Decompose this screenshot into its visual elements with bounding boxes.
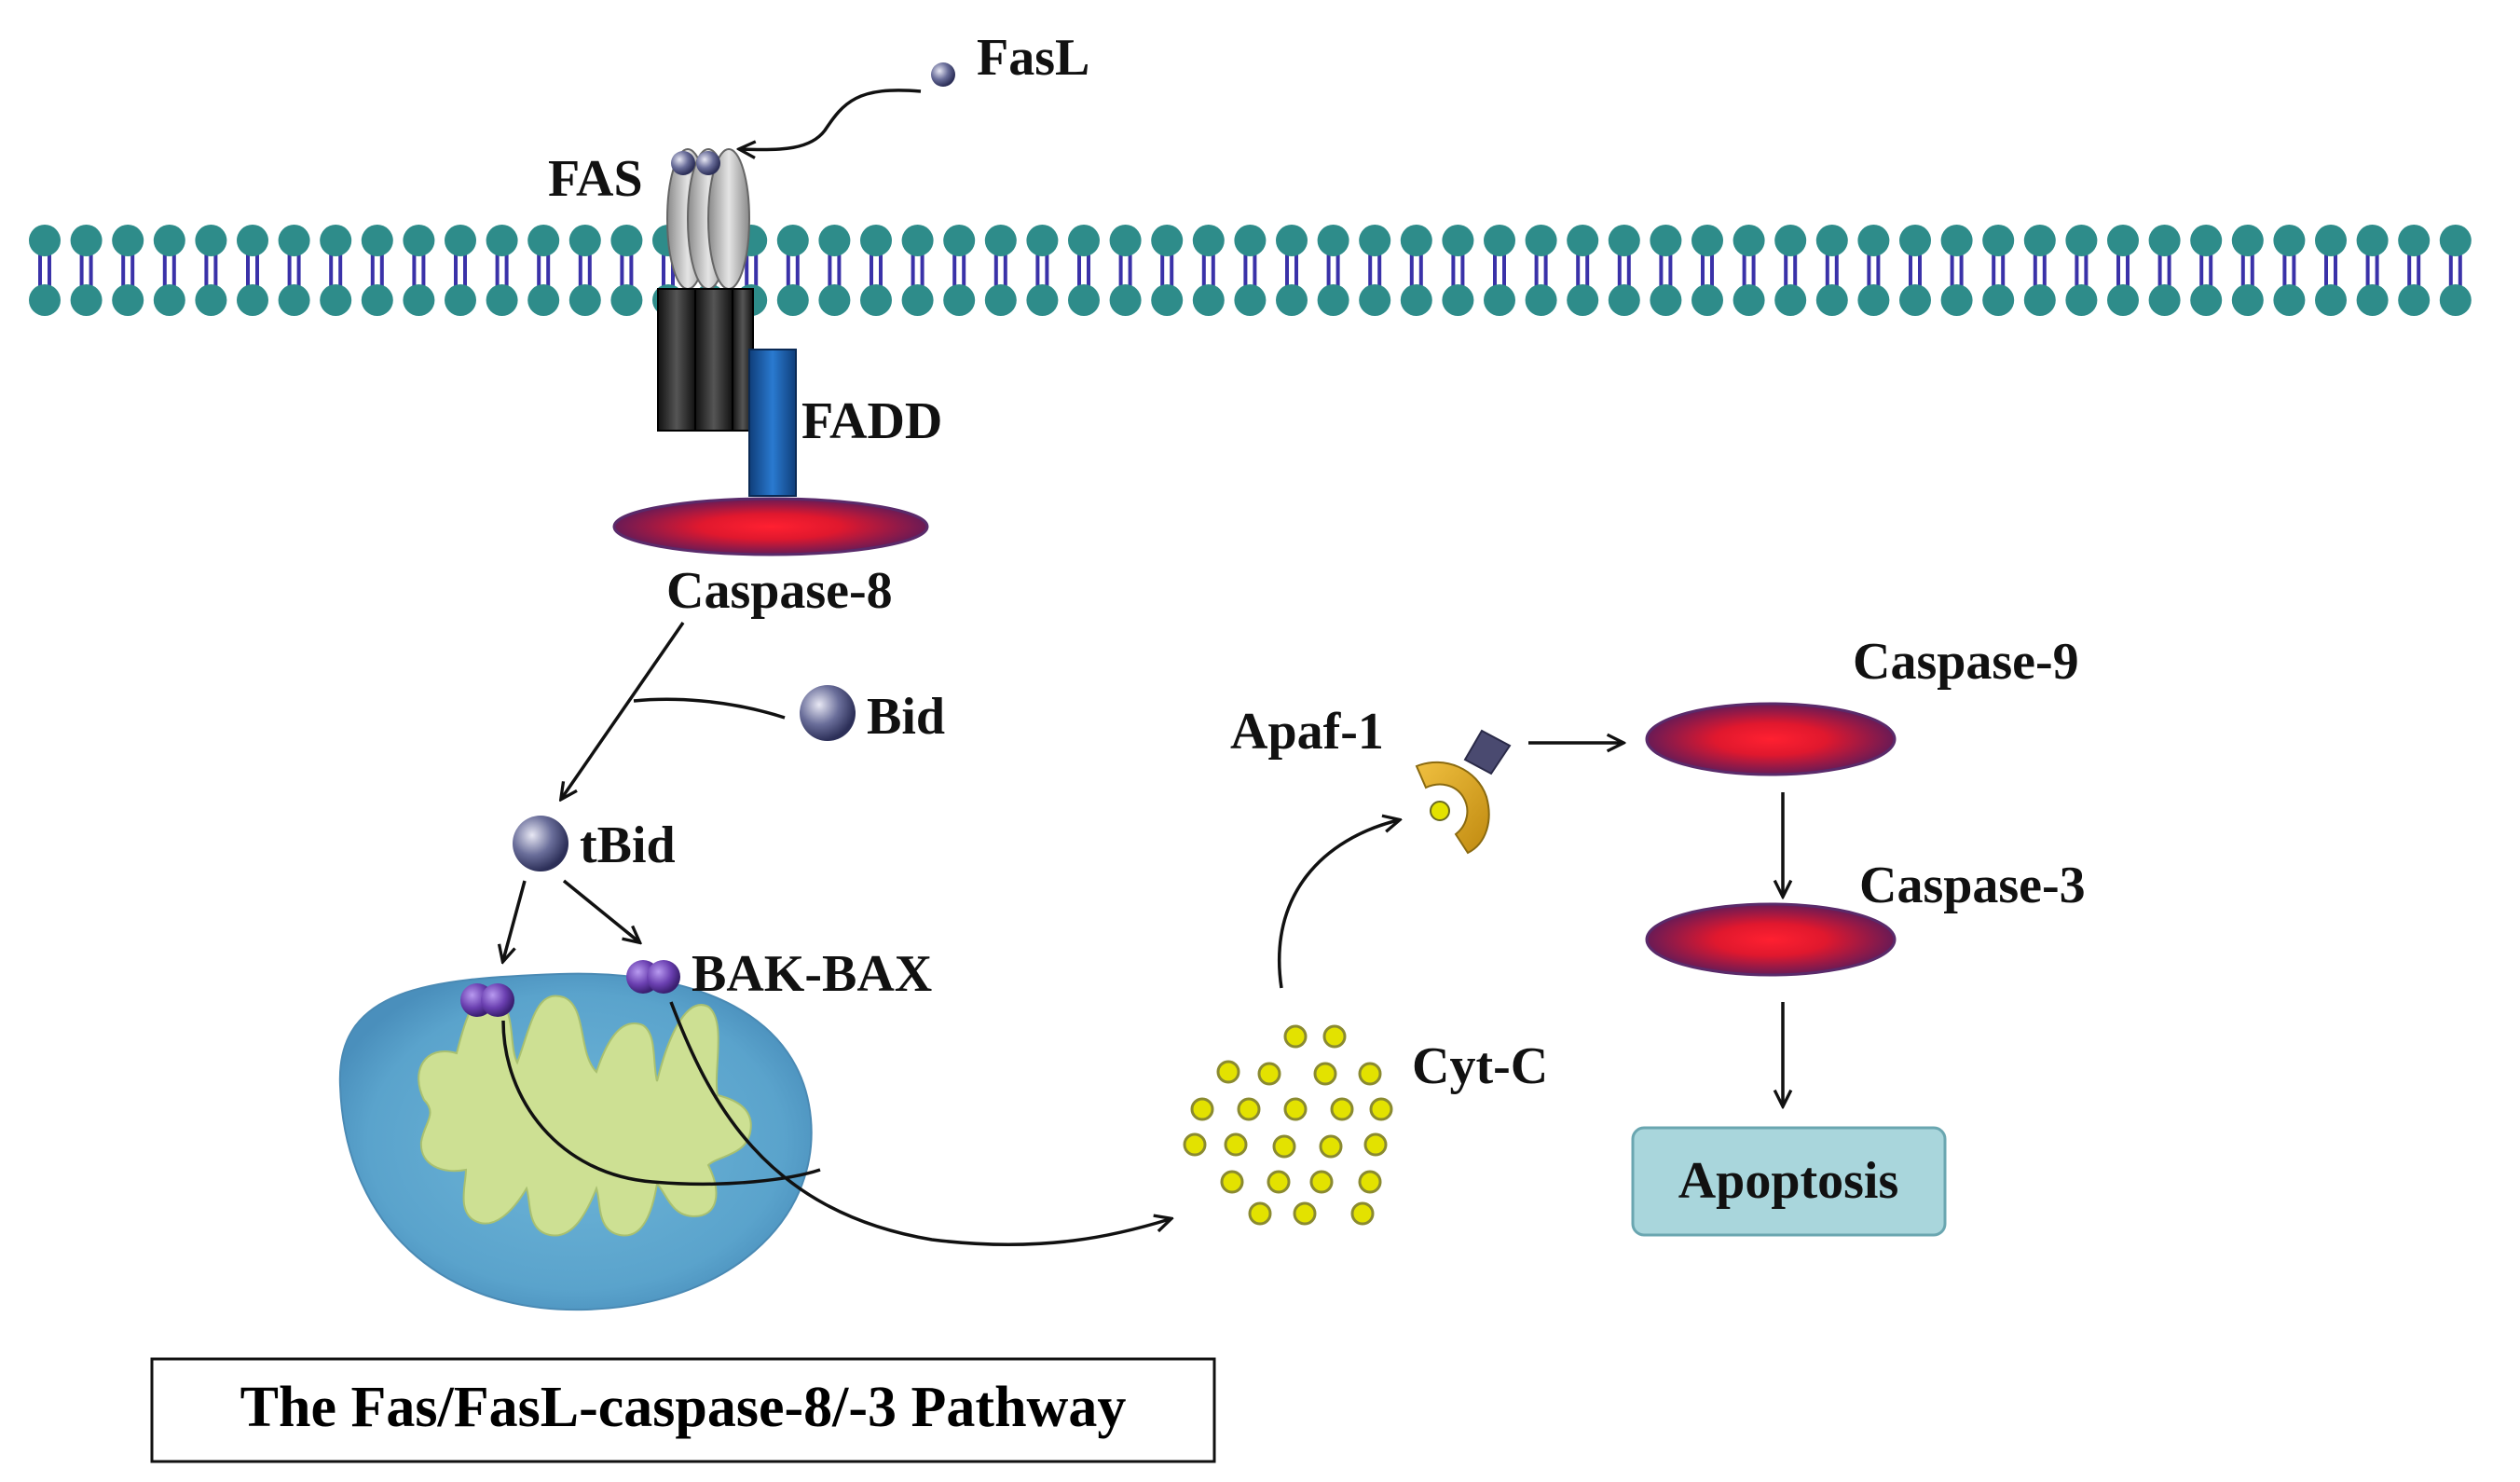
caspase-3-label: Caspase-3 — [1859, 857, 2086, 914]
apoptosis-label: Apoptosis — [1678, 1152, 1899, 1210]
caspase-9-icon — [1645, 702, 1897, 776]
fas-label: FAS — [548, 150, 643, 208]
fasl-bound-icon — [696, 151, 720, 175]
mitochondrion-icon — [338, 972, 813, 1311]
bid-cleavage-line — [633, 697, 786, 720]
caspase-8-label: Caspase-8 — [666, 562, 893, 620]
apaf1-label: Apaf-1 — [1230, 703, 1384, 761]
cytc-label: Cyt-C — [1412, 1037, 1548, 1095]
bak-bax-label: BAK-BAX — [692, 945, 932, 1003]
fasl-binding-arrow — [741, 89, 922, 150]
bak-bax-icon — [626, 960, 680, 994]
bid-protein-icon — [800, 685, 856, 741]
diagram-title: The Fas/FasL-caspase-8/-3 Pathway — [240, 1376, 1127, 1439]
cell-membrane — [29, 225, 2472, 316]
tbid-to-bax-arrow — [562, 879, 638, 941]
tbid-label: tBid — [580, 816, 676, 874]
fasl-ligand-icon — [931, 62, 955, 87]
tbid-to-bak-arrow — [503, 880, 527, 960]
fasl-label: FasL — [977, 29, 1089, 87]
cytochrome-c-icon — [1183, 1024, 1393, 1226]
fadd-label: FADD — [801, 392, 942, 450]
fas-receptor-icon — [657, 148, 754, 432]
caspase8-to-tbid-arrow — [562, 622, 685, 798]
bak-bax-icon — [460, 983, 514, 1017]
caspase-3-icon — [1645, 902, 1897, 977]
cytc-release-arrow — [669, 1001, 1170, 1247]
caspase-9-label: Caspase-9 — [1853, 633, 2079, 691]
fasl-bound-icon — [671, 151, 695, 175]
title-box — [150, 1357, 1216, 1463]
tbid-protein-icon — [513, 816, 568, 871]
fadd-adaptor-icon — [748, 349, 797, 497]
apaf1-icon — [1415, 729, 1512, 855]
cytc-release-curve — [501, 1020, 821, 1187]
cytc-to-apaf1-arrow — [1277, 820, 1398, 989]
apoptosis-box — [1631, 1126, 1947, 1237]
bid-label: Bid — [867, 688, 945, 746]
caspase-8-icon — [612, 497, 929, 556]
